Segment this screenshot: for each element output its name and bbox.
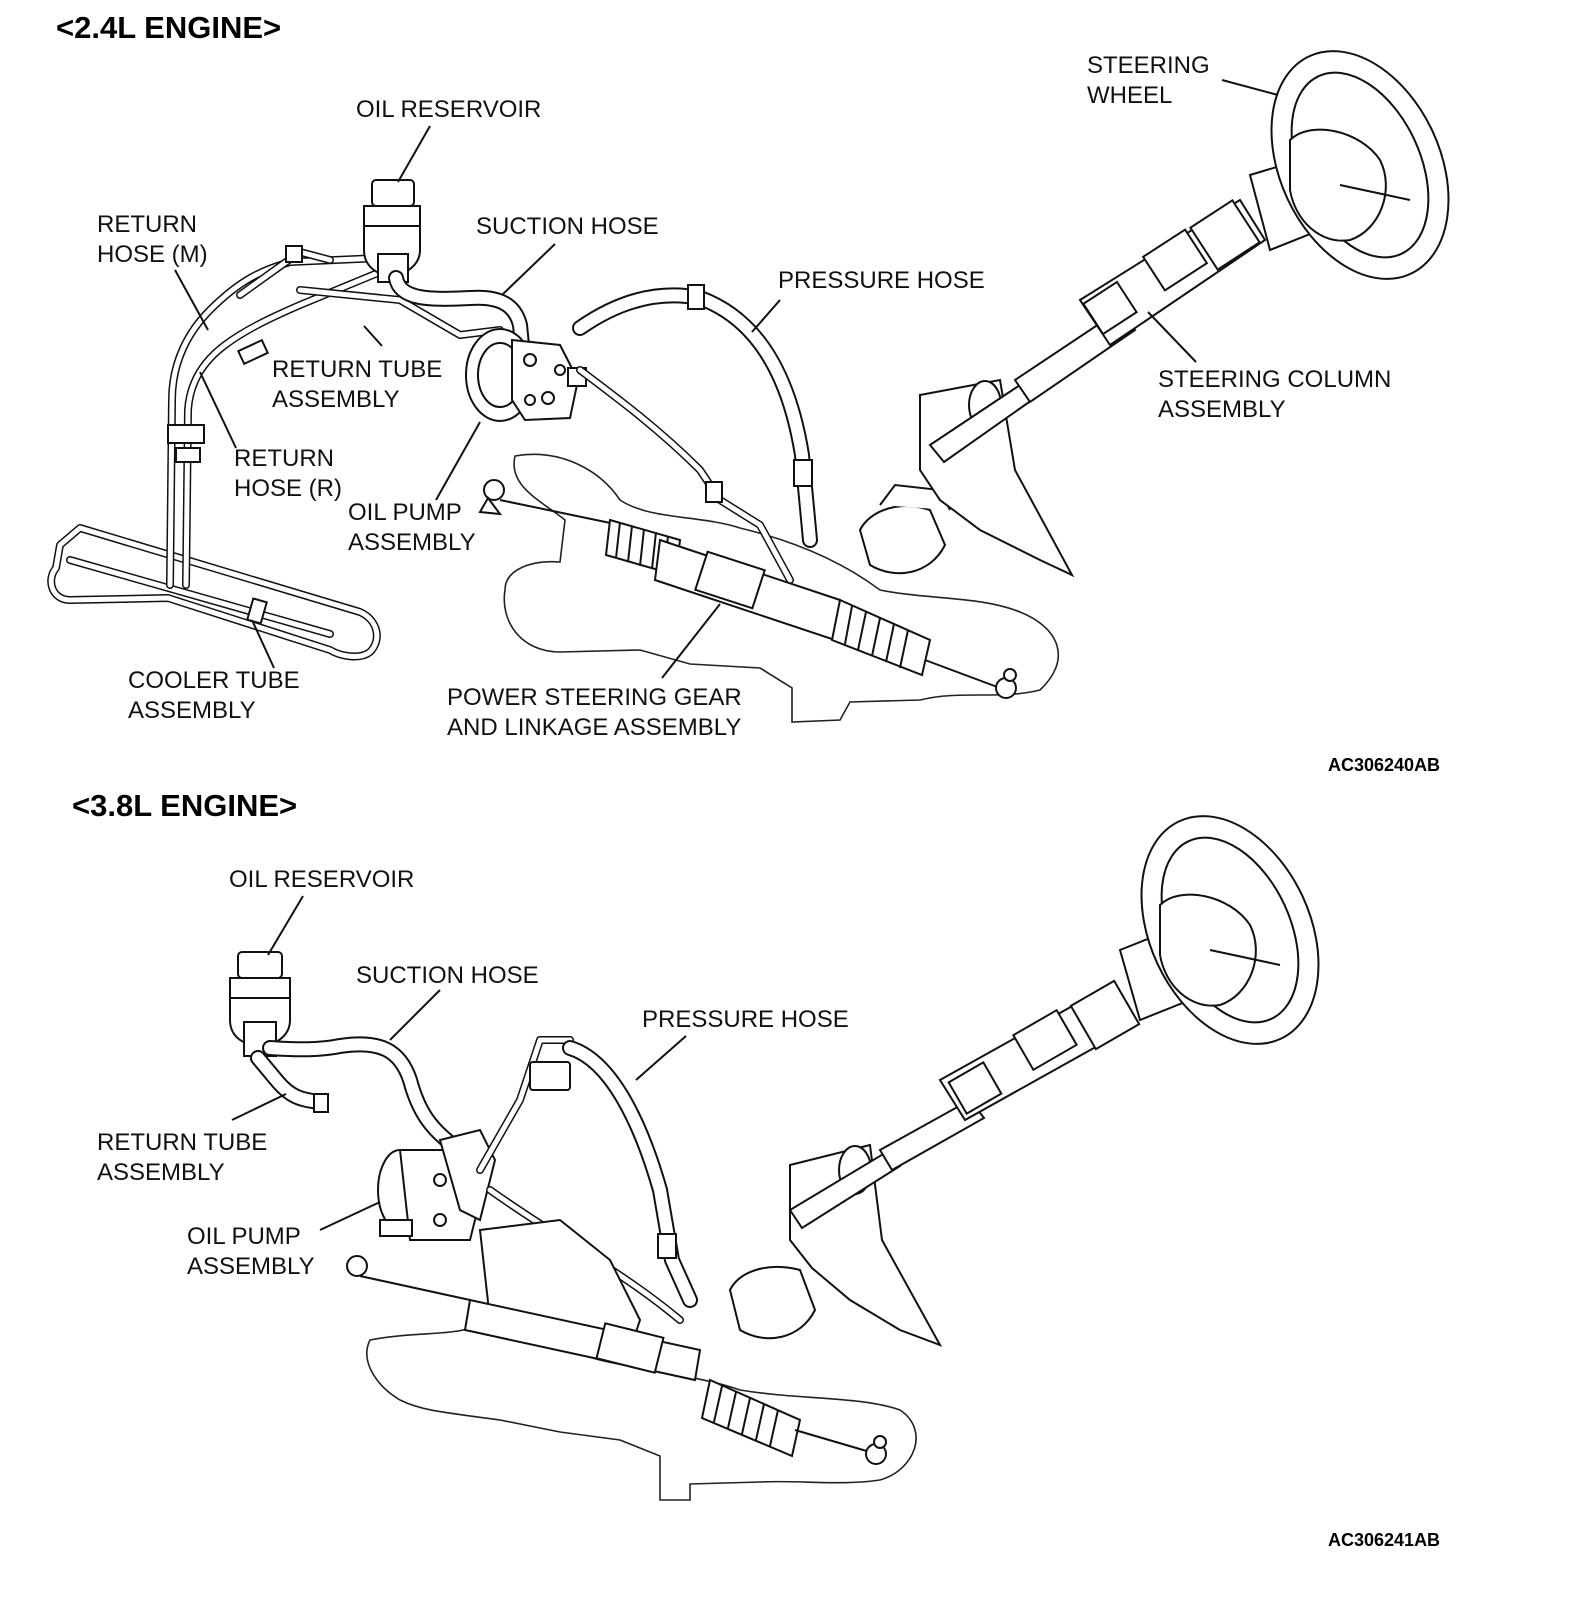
steering-column-3-8l <box>788 928 1192 1230</box>
steering-gear-2-4l <box>478 479 1017 699</box>
oil-pump-3-8l <box>377 1128 497 1241</box>
figure-code-2-4l: AC306240AB <box>1328 755 1440 775</box>
steering-wheel-2-4l <box>1270 50 1450 280</box>
figure-code-3-8l: AC306241AB <box>1328 1530 1440 1550</box>
pressure-hose-2-4l <box>572 284 818 584</box>
header-2-4l-engine: <2.4L ENGINE> <box>56 10 281 45</box>
label-suction-hose-3-8l: SUCTION HOSE <box>356 962 539 989</box>
suction-hose-3-8l <box>262 1036 468 1158</box>
label-oil-reservoir: OIL RESERVOIR <box>356 96 541 123</box>
oil-reservoir-3-8l <box>229 951 291 1057</box>
diagram-3-8l: <3.8L ENGINE> <box>72 788 1440 1550</box>
leaders-3-8l <box>231 895 687 1231</box>
steering-column-2-4l <box>928 158 1322 464</box>
label-pressure-hose-3-8l: PRESSURE HOSE <box>642 1006 849 1033</box>
return-tube-3-8l <box>250 1050 329 1113</box>
labels-3-8l: OIL RESERVOIR SUCTION HOSE PRESSURE HOSE… <box>97 866 849 1280</box>
steering-wheel-3-8l <box>1140 815 1320 1045</box>
label-suction-hose: SUCTION HOSE <box>476 213 659 240</box>
leaders-2-4l <box>174 79 1279 679</box>
cooler-tube-assembly-2-4l <box>47 524 381 661</box>
header-3-8l-engine: <3.8L ENGINE> <box>72 788 297 823</box>
suction-hose-2-4l <box>388 270 530 353</box>
return-tube-2-4l <box>296 286 504 339</box>
label-pressure-hose: PRESSURE HOSE <box>778 267 985 294</box>
diagram-2-4l: <2.4L ENGINE> <box>47 10 1450 775</box>
label-oil-reservoir-3-8l: OIL RESERVOIR <box>229 866 414 893</box>
oil-pump-2-4l <box>465 328 587 422</box>
oil-reservoir-2-4l <box>363 179 421 283</box>
return-hose-tubes-2-4l <box>166 245 389 589</box>
steering-gear-3-8l <box>346 1255 887 1465</box>
